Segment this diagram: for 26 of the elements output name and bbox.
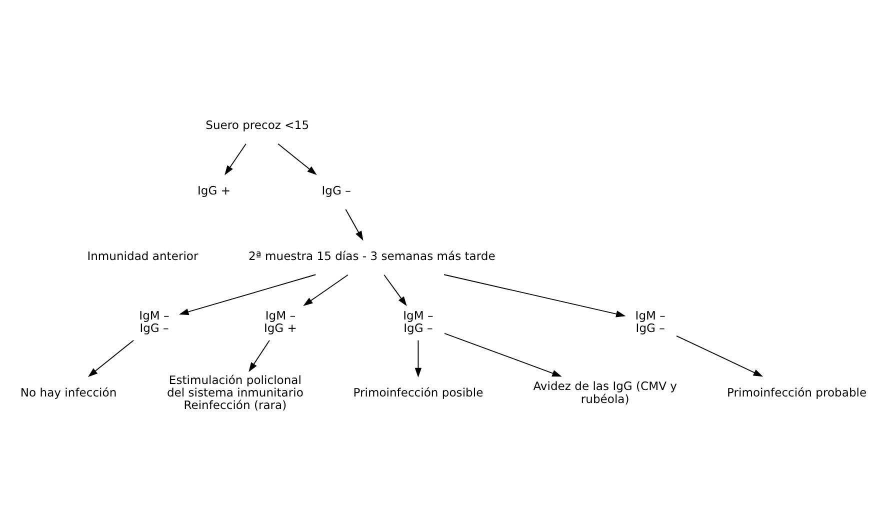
arrow [345,208,364,240]
node-text: Avidez de las IgG (CMV y rubéola) [533,378,677,406]
arrow [444,274,626,317]
arrow [444,332,562,376]
node-text: Estimulación policlonal del sistema inmunitario Reinfección (rara) [166,372,304,412]
node-text: IgM – IgG + [264,308,297,334]
arrow [676,335,764,376]
node-text: IgG + [197,183,231,198]
node-text: IgM – IgG – [635,308,666,334]
arrow [248,339,270,372]
arrow [88,339,134,376]
arrow [278,142,317,175]
node-text: IgM – IgG – [139,308,170,334]
node-text: 2ª muestra 15 días - 3 semanas más tarde [248,248,496,263]
label: Inmunidad anterior [87,248,198,263]
arrow [384,274,407,306]
node-text: Suero precoz <15 [206,118,310,132]
node-text: Primoinfección posible [353,384,484,399]
node-text: No hay infección [20,384,117,399]
node-text: IgG – [322,183,351,198]
arrow [179,274,316,315]
node-text: Primoinfección probable [726,384,867,399]
arrow [224,142,246,175]
arrow [414,339,422,377]
arrow [303,274,348,306]
node-text: IgM – IgG – [403,308,434,334]
